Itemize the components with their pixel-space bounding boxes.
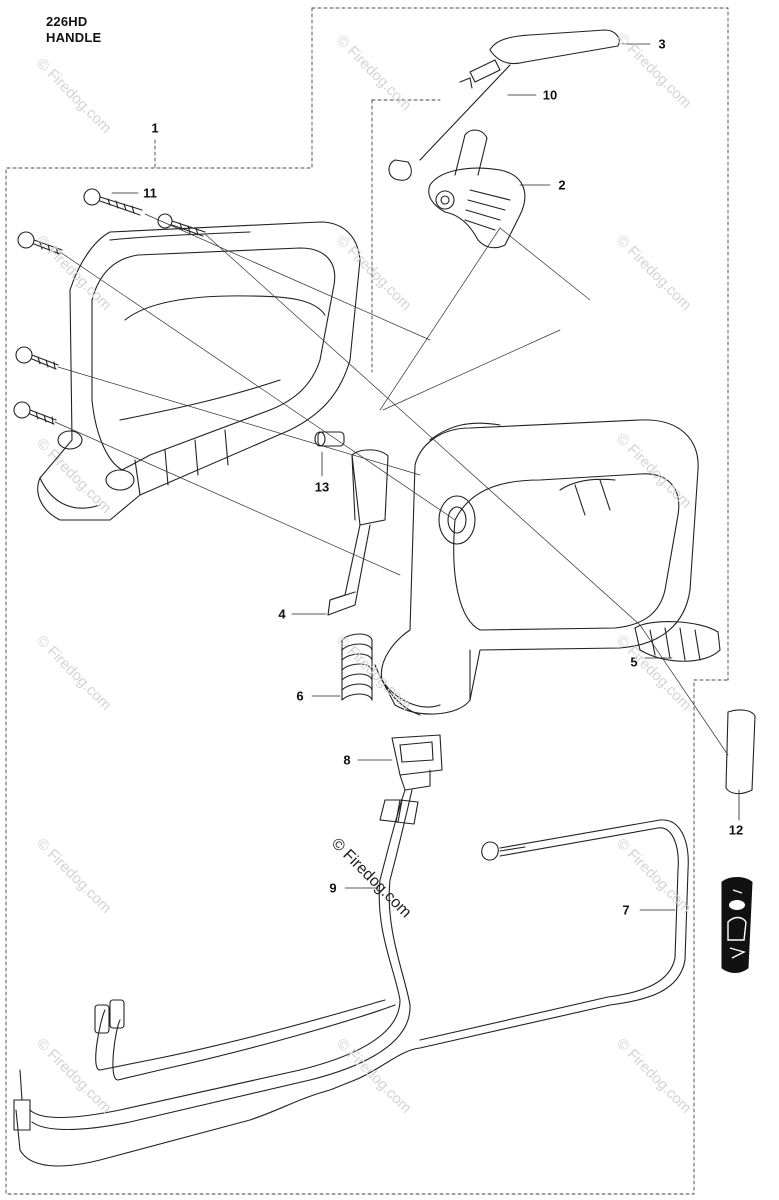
- callout-leaders: [111, 43, 740, 911]
- callout-3: 3: [658, 36, 666, 52]
- callout-13: 13: [314, 479, 330, 495]
- pivot-pin: [314, 431, 345, 447]
- callout-7: 7: [622, 902, 630, 918]
- warning-decal: [721, 877, 753, 973]
- throttle-trigger: [388, 129, 526, 249]
- group-boundary-main: [5, 7, 729, 1195]
- callout-6: 6: [296, 688, 304, 704]
- callout-12: 12: [728, 822, 744, 838]
- callout-8: 8: [343, 752, 351, 768]
- torsion-wire: [419, 64, 511, 161]
- throttle-grip-pad: [634, 621, 721, 662]
- decal-strip: [725, 709, 756, 795]
- callout-1: 1: [151, 120, 159, 136]
- screw: [83, 188, 143, 216]
- callout-11: 11: [143, 185, 157, 201]
- ignition-switch: [391, 734, 443, 791]
- compression-spring: [341, 633, 373, 701]
- screw: [13, 401, 57, 425]
- throttle-cable: [15, 819, 689, 1167]
- handle-right-half: [374, 419, 699, 716]
- screw: [17, 231, 63, 255]
- diagram-model: 226HD: [46, 14, 88, 29]
- assembly-guide-lines: [54, 213, 729, 756]
- throttle-lockout-lever: [459, 29, 620, 89]
- callout-4: 4: [278, 606, 286, 622]
- callout-2: 2: [558, 177, 566, 193]
- wire-harness: [13, 789, 419, 1131]
- handle-left-half: [37, 221, 361, 521]
- diagram-section-title: HANDLE: [46, 30, 102, 45]
- screw: [157, 213, 206, 237]
- handle-screws: [13, 188, 206, 425]
- screw: [15, 346, 59, 370]
- callout-10: 10: [542, 87, 558, 103]
- stop-switch-blade: [327, 449, 389, 616]
- callout-5: 5: [630, 654, 638, 670]
- callout-9: 9: [329, 880, 337, 896]
